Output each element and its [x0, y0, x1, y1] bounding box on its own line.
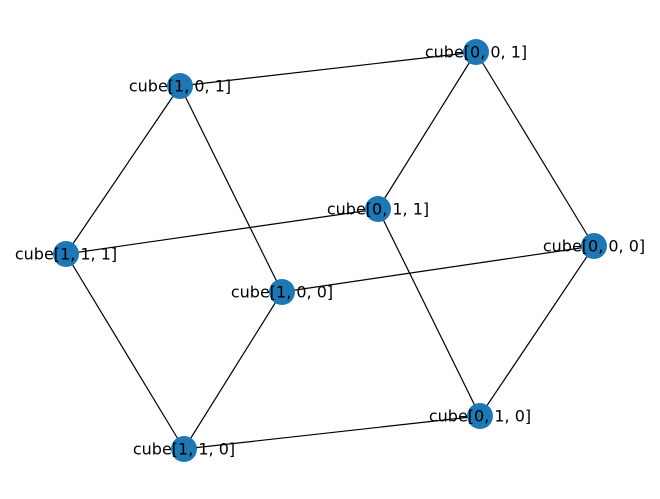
node-label: cube[0, 0, 0] — [543, 237, 645, 256]
node-label: cube[1, 1, 1] — [15, 245, 117, 264]
edge-110-010 — [183, 415, 481, 450]
edge-001-000 — [475, 51, 595, 247]
node-dot — [581, 233, 607, 259]
edge-101-001 — [179, 51, 477, 87]
node-dot — [365, 196, 391, 222]
edge-101-111 — [65, 85, 181, 255]
node-110: cube[1, 1, 0] — [133, 436, 235, 462]
node-001: cube[0, 0, 1] — [425, 39, 527, 65]
node-label: cube[0, 0, 1] — [425, 43, 527, 62]
node-100: cube[1, 0, 0] — [231, 279, 333, 305]
node-layer: cube[0, 0, 1] cube[1, 0, 1] cube[0, 1, 1] c… — [15, 39, 645, 462]
node-dot — [53, 241, 79, 267]
node-label: cube[1, 1, 0] — [133, 440, 235, 459]
edge-011-010 — [377, 208, 481, 417]
edge-000-010 — [479, 245, 595, 417]
edge-layer — [65, 51, 595, 450]
node-label: cube[1, 0, 0] — [231, 283, 333, 302]
node-label: cube[1, 0, 1] — [129, 77, 231, 96]
node-dot — [269, 279, 295, 305]
edge-101-100 — [179, 85, 283, 293]
edge-100-110 — [183, 291, 283, 450]
edge-001-011 — [377, 51, 477, 210]
node-000: cube[0, 0, 0] — [543, 233, 645, 259]
node-111: cube[1, 1, 1] — [15, 241, 117, 267]
edge-111-110 — [65, 253, 185, 450]
node-label: cube[0, 1, 0] — [429, 407, 531, 426]
edge-111-011 — [65, 208, 379, 255]
node-dot — [171, 436, 197, 462]
node-dot — [463, 39, 489, 65]
node-101: cube[1, 0, 1] — [129, 73, 231, 99]
node-dot — [167, 73, 193, 99]
node-label: cube[0, 1, 1] — [327, 200, 429, 219]
node-011: cube[0, 1, 1] — [327, 196, 429, 222]
edge-100-000 — [281, 245, 595, 293]
node-010: cube[0, 1, 0] — [429, 403, 531, 429]
node-dot — [467, 403, 493, 429]
